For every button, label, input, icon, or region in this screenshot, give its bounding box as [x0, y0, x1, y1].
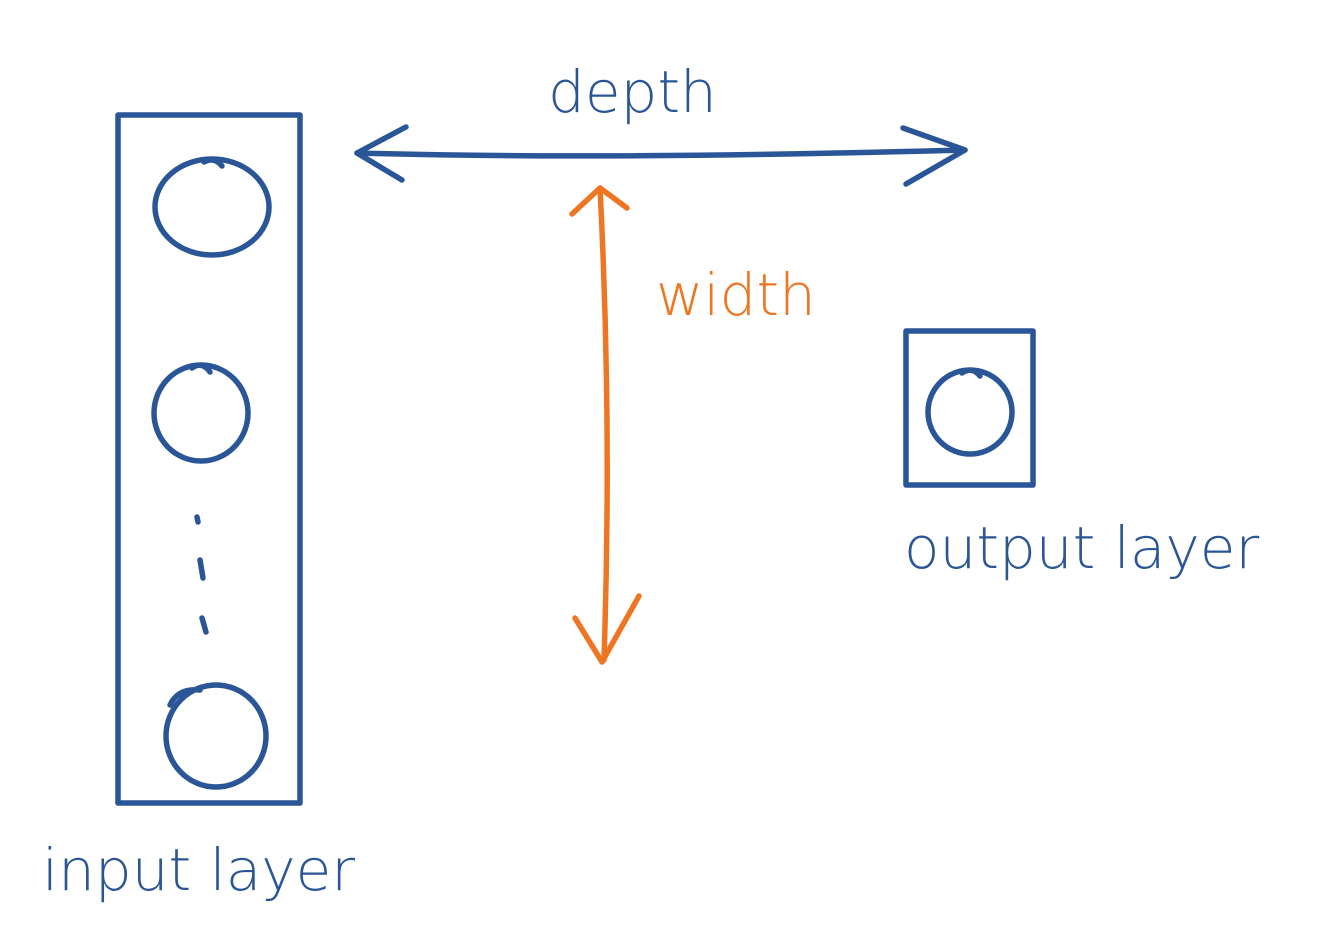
input-layer [115, 112, 303, 806]
depth-arrow [354, 124, 968, 187]
width-label: width [656, 261, 816, 329]
input-node-3 [163, 682, 269, 790]
input-node-ellipsis [194, 514, 209, 635]
input-node-1 [152, 156, 272, 258]
input-node-2 [151, 362, 251, 464]
input-layer-label: input layer [42, 836, 355, 904]
output-layer [903, 328, 1036, 488]
output-layer-box [903, 328, 1036, 488]
output-node [925, 367, 1015, 457]
width-arrow [569, 185, 642, 665]
depth-label: depth [548, 58, 717, 126]
output-layer-label: output layer [904, 514, 1259, 582]
input-layer-box [115, 112, 303, 806]
